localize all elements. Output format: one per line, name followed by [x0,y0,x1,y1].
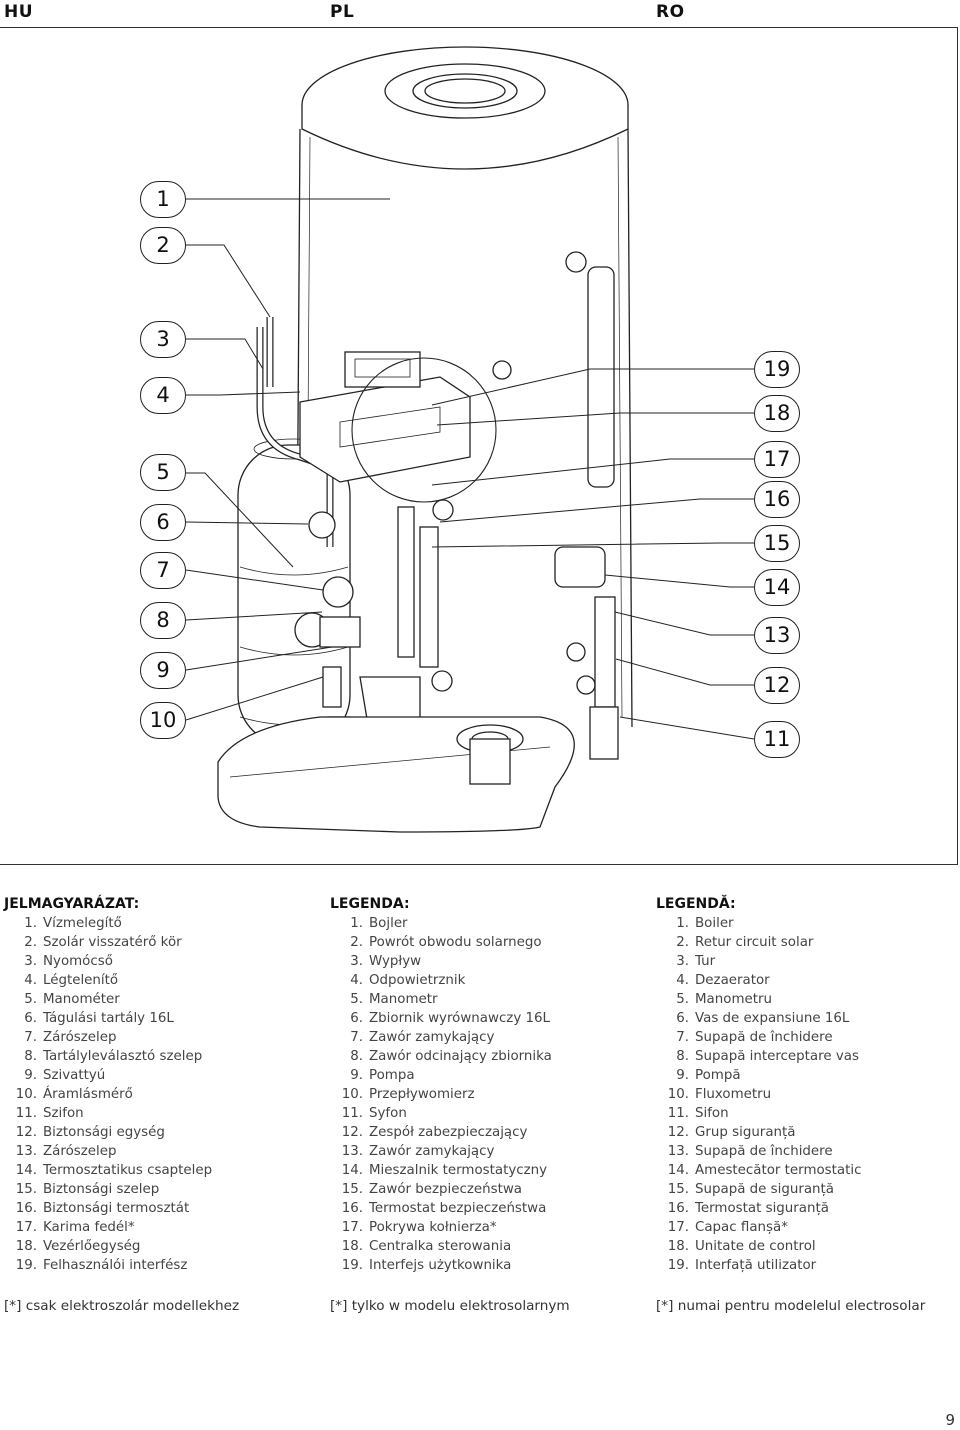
legend-item: 18.Vezérlőegység [15,1239,141,1254]
legend-item: 10.Áramlásmérő [15,1087,133,1102]
legend-item: 11.Sifon [667,1106,729,1121]
callout-11: 11 [754,721,800,758]
legend-item: 5.Manometr [350,992,438,1007]
callout-14: 14 [754,569,800,606]
legend-list: 1.Boiler 2.Retur circuit solar 3.Tur 4.D… [656,914,862,1275]
legend-item: 9.Pompa [350,1068,415,1083]
callout-10: 10 [140,702,186,739]
legend-hu: JELMAGYARÁZAT: 1.Vízmelegítő 2.Szolár vi… [4,896,212,1275]
legend-item: 10.Fluxometru [667,1087,772,1102]
callout-6: 6 [140,504,186,541]
legend-item: 2.Szolár visszatérő kör [24,935,182,950]
legend-item: 3.Tur [676,954,716,969]
legend-item: 6.Vas de expansiune 16L [676,1011,850,1026]
callout-9: 9 [140,652,186,689]
legend-title: LEGENDA: [330,896,410,912]
legend-item: 3.Wypływ [350,954,422,969]
footnote-pl: [*] tylko w modelu elektrosolarnym [330,1298,570,1314]
legend-item: 6.Tágulási tartály 16L [24,1011,174,1026]
legend-item: 16.Termostat siguranță [667,1201,829,1216]
legend-item: 11.Szifon [15,1106,84,1121]
callout-19: 19 [754,351,800,388]
callout-17: 17 [754,441,800,478]
callout-5: 5 [140,454,186,491]
legend-item: 19.Interfejs użytkownika [341,1258,512,1273]
callout-13: 13 [754,617,800,654]
callout-2: 2 [140,227,186,264]
legend-pl: LEGENDA: 1.Bojler 2.Powrót obwodu solarn… [330,896,552,1275]
callout-15: 15 [754,525,800,562]
legend-item: 8.Tartályleválasztó szelep [24,1049,203,1064]
legend-item: 15.Biztonsági szelep [15,1182,160,1197]
legend-item: 13.Zawór zamykający [341,1144,495,1159]
legend-item: 12.Grup siguranță [667,1125,796,1140]
legend-item: 3.Nyomócső [24,954,113,969]
footnote-hu: [*] csak elektroszolár modellekhez [4,1298,240,1314]
legend-item: 19.Felhasználói interfész [15,1258,188,1273]
boiler-drawing [185,46,755,833]
legend-item: 6.Zbiornik wyrównawczy 16L [350,1011,551,1026]
legend-item: 17.Pokrywa kołnierza* [341,1220,497,1235]
legend-item: 9.Szivattyú [24,1068,106,1083]
legend-item: 1.Vízmelegítő [24,916,122,931]
legend-item: 19.Interfață utilizator [667,1258,817,1273]
legend-item: 5.Manometru [676,992,772,1007]
legend-item: 4.Dezaerator [676,973,770,988]
legend-item: 16.Biztonsági termosztát [15,1201,190,1216]
legend-item: 15.Supapă de siguranță [667,1182,834,1197]
legend-item: 16.Termostat bezpieczeństwa [341,1201,547,1216]
legend-item: 17.Karima fedél* [15,1220,135,1235]
legend-item: 18.Centralka sterowania [341,1239,512,1254]
legend-item: 8.Supapă interceptare vas [676,1049,859,1064]
callout-12: 12 [754,667,800,704]
page-number: 9 [945,1411,955,1429]
callout-18: 18 [754,395,800,432]
legend-item: 4.Légtelenítő [24,973,119,988]
legend-item: 14.Mieszalnik termostatyczny [341,1163,548,1178]
legend-item: 12.Biztonsági egység [15,1125,165,1140]
legend-item: 14.Amestecător termostatic [667,1163,862,1178]
callout-3: 3 [140,321,186,358]
legend-item: 2.Powrót obwodu solarnego [350,935,542,950]
language-label-pl: PL [330,2,355,22]
legend-item: 18.Unitate de control [667,1239,816,1254]
legend-item: 11.Syfon [341,1106,407,1121]
legend-item: 2.Retur circuit solar [676,935,814,950]
legend-item: 7.Zawór zamykający [350,1030,495,1045]
callout-8: 8 [140,602,186,639]
callout-7: 7 [140,552,186,589]
legend-item: 13.Supapă de închidere [667,1144,833,1159]
legend-title: JELMAGYARÁZAT: [4,896,140,912]
legend-title: LEGENDĂ: [656,896,736,912]
legend-item: 15.Zawór bezpieczeństwa [341,1182,523,1197]
legend-list: 1.Bojler 2.Powrót obwodu solarnego 3.Wyp… [330,914,552,1275]
legend-item: 17.Capac flanșă* [667,1220,788,1235]
legend-item: 13.Zárószelep [15,1144,117,1159]
legend-item: 1.Boiler [676,916,734,931]
footnote-ro: [*] numai pentru modelelul electrosolar [656,1298,926,1314]
boiler-exploded-diagram: 1 2 3 4 5 6 7 8 9 10 19 18 17 16 15 14 1… [0,27,960,865]
legend-ro: LEGENDĂ: 1.Boiler 2.Retur circuit solar … [656,896,861,1275]
legend-item: 9.Pompă [676,1068,741,1083]
callout-4: 4 [140,377,186,414]
legend-item: 1.Bojler [350,916,408,931]
legend-item: 10.Przepływomierz [341,1087,475,1102]
legend-item: 4.Odpowietrznik [350,973,466,988]
legend-item: 12.Zespół zabezpieczający [341,1125,528,1140]
legend-item: 14.Termosztatikus csaptelep [15,1163,213,1178]
callout-16: 16 [754,481,800,518]
legend-item: 5.Manométer [24,992,120,1007]
language-label-hu: HU [4,2,34,22]
callout-1: 1 [140,181,186,218]
legend-item: 8.Zawór odcinający zbiornika [350,1049,552,1064]
language-label-ro: RO [656,2,685,22]
legend-item: 7.Supapă de închidere [676,1030,833,1045]
legend-item: 7.Zárószelep [24,1030,117,1045]
legend-list: 1.Vízmelegítő 2.Szolár visszatérő kör 3.… [4,914,212,1275]
